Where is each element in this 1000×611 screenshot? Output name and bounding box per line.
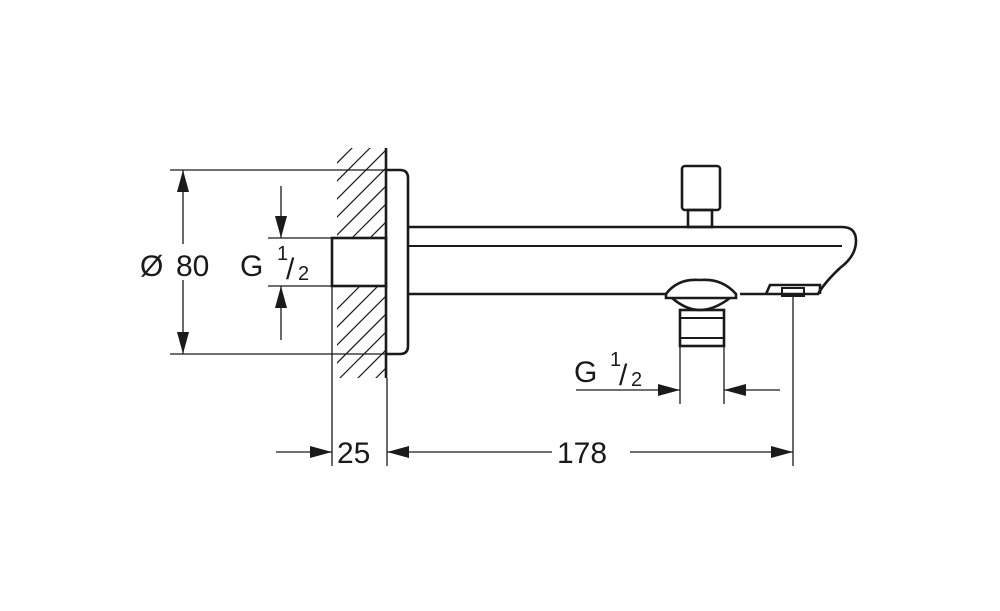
outlet-thread-denominator: 2 [631,369,642,391]
outlet-thread-prefix: G [574,356,597,389]
wall-hatch-bottom [337,286,387,378]
spout-body [408,225,858,296]
outlet-arrow-left [658,384,680,396]
wall-section [337,148,388,378]
diameter-symbol: Ø [140,250,163,283]
inlet-connector [330,236,388,288]
outlet-thread-numerator: 1 [610,349,621,371]
spout-length-value: 178 [557,437,607,470]
inlet-thread-numerator: 1 [277,243,288,265]
wall-depth-value: 25 [337,437,370,470]
wall-rosette [386,168,410,356]
inlet-thread-dimension: G 1 / 2 [240,186,332,340]
wall-hatch-top [337,148,387,238]
diameter-arrow-top [177,170,189,192]
diameter-dimension: Ø 80 [140,169,386,355]
inlet-thread-denominator: 2 [298,263,309,285]
depth-arrow-left [310,446,332,458]
inlet-arrow-bottom [275,286,287,308]
outlet-arrow-right [724,384,746,396]
outlet-thread-dimension: G 1 / 2 [574,346,780,404]
length-arrow-right [771,446,793,458]
inlet-arrow-top [275,216,287,238]
inlet-thread-slash: / [286,253,295,286]
outlet-thread-slash: / [619,359,628,392]
diameter-value: 80 [176,250,209,283]
diameter-arrow-bottom [177,332,189,354]
horizontal-dimensions: 25 178 [276,286,794,470]
inlet-thread-prefix: G [240,250,263,283]
diverter-knob [680,164,722,229]
outlet-fitting [664,278,738,348]
